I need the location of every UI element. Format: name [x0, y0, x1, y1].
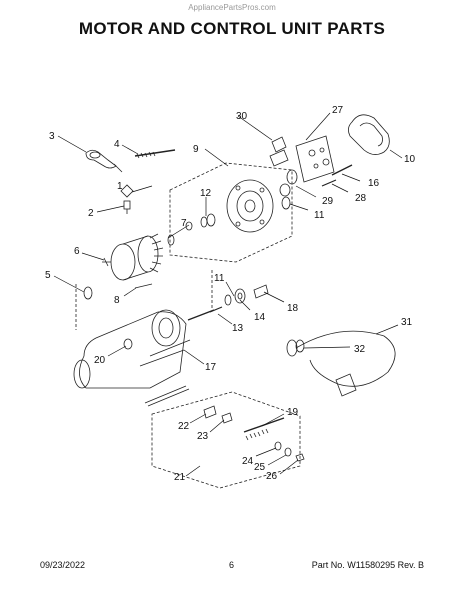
footer-part-number: Part No. W11580295 Rev. B — [311, 560, 424, 570]
callout-4: 4 — [114, 139, 120, 150]
part-9-housing — [226, 179, 274, 233]
part-16-screw — [331, 164, 353, 176]
callout-6: 6 — [74, 246, 80, 257]
callout-10: 10 — [404, 154, 416, 165]
part-6-armature — [102, 233, 164, 281]
callout-25: 25 — [254, 462, 266, 473]
parts-11-14-18-bearings — [209, 284, 269, 313]
part-5-washer — [83, 286, 93, 300]
part-32-strain-relief — [286, 339, 305, 357]
callout-30: 30 — [236, 111, 248, 122]
callout-32: 32 — [354, 344, 366, 355]
part-3-shaft — [85, 149, 123, 173]
callout-27: 27 — [332, 105, 344, 116]
part-9-bracket-outline — [169, 162, 293, 263]
callout-5: 5 — [45, 270, 51, 281]
callout-24: 24 — [242, 456, 254, 467]
drive-rod — [144, 385, 190, 407]
part-28-screw — [321, 179, 337, 187]
callout-1: 1 — [117, 181, 123, 192]
callout-17: 17 — [205, 362, 217, 373]
callout-12: 12 — [200, 188, 212, 199]
part-27-control-board — [295, 135, 335, 183]
callout-2: 2 — [88, 208, 94, 219]
callout-18: 18 — [287, 303, 299, 314]
callout-22: 22 — [178, 421, 190, 432]
part-11-washer — [281, 196, 291, 210]
part-8-pin — [134, 283, 153, 289]
callout-31: 31 — [401, 317, 413, 328]
callout-20: 20 — [94, 355, 106, 366]
callout-3: 3 — [49, 131, 55, 142]
callout-29: 29 — [322, 196, 334, 207]
callout-8: 8 — [114, 295, 120, 306]
part-20-bushing — [123, 338, 133, 350]
watermark: AppliancePartsPros.com — [188, 3, 276, 12]
callout-13: 13 — [232, 323, 244, 334]
callout-23: 23 — [197, 431, 209, 442]
page-title: MOTOR AND CONTROL UNIT PARTS — [78, 19, 386, 38]
callout-19: 19 — [287, 407, 299, 418]
callout-11-upper: 11 — [314, 210, 325, 221]
callout-11-lower: 11 — [214, 273, 225, 284]
callout-26: 26 — [266, 471, 278, 482]
callout-14: 14 — [254, 312, 266, 323]
callout-9: 9 — [193, 144, 199, 155]
part-30-bracket — [269, 136, 289, 167]
callout-7: 7 — [181, 218, 187, 229]
part-24-25-26-hardware — [274, 441, 305, 462]
part-4-spring — [134, 149, 176, 159]
part-31-power-cord — [295, 330, 396, 397]
footer-date: 09/23/2022 — [40, 560, 86, 570]
part-22-23-pins — [203, 405, 233, 424]
part-12-bushing — [185, 213, 216, 231]
part-7-washer — [167, 234, 175, 246]
callout-16: 16 — [368, 178, 380, 189]
footer-page-number: 6 — [229, 560, 235, 570]
callout-21: 21 — [174, 472, 186, 483]
part-17-motor-housing — [73, 309, 215, 389]
part-1-nut — [120, 184, 134, 198]
callout-28: 28 — [355, 193, 367, 204]
part-2-screw — [123, 200, 131, 214]
part-21-assembly-outline — [151, 391, 301, 489]
part-10-cover — [348, 114, 390, 155]
part-29-gear — [279, 169, 298, 197]
